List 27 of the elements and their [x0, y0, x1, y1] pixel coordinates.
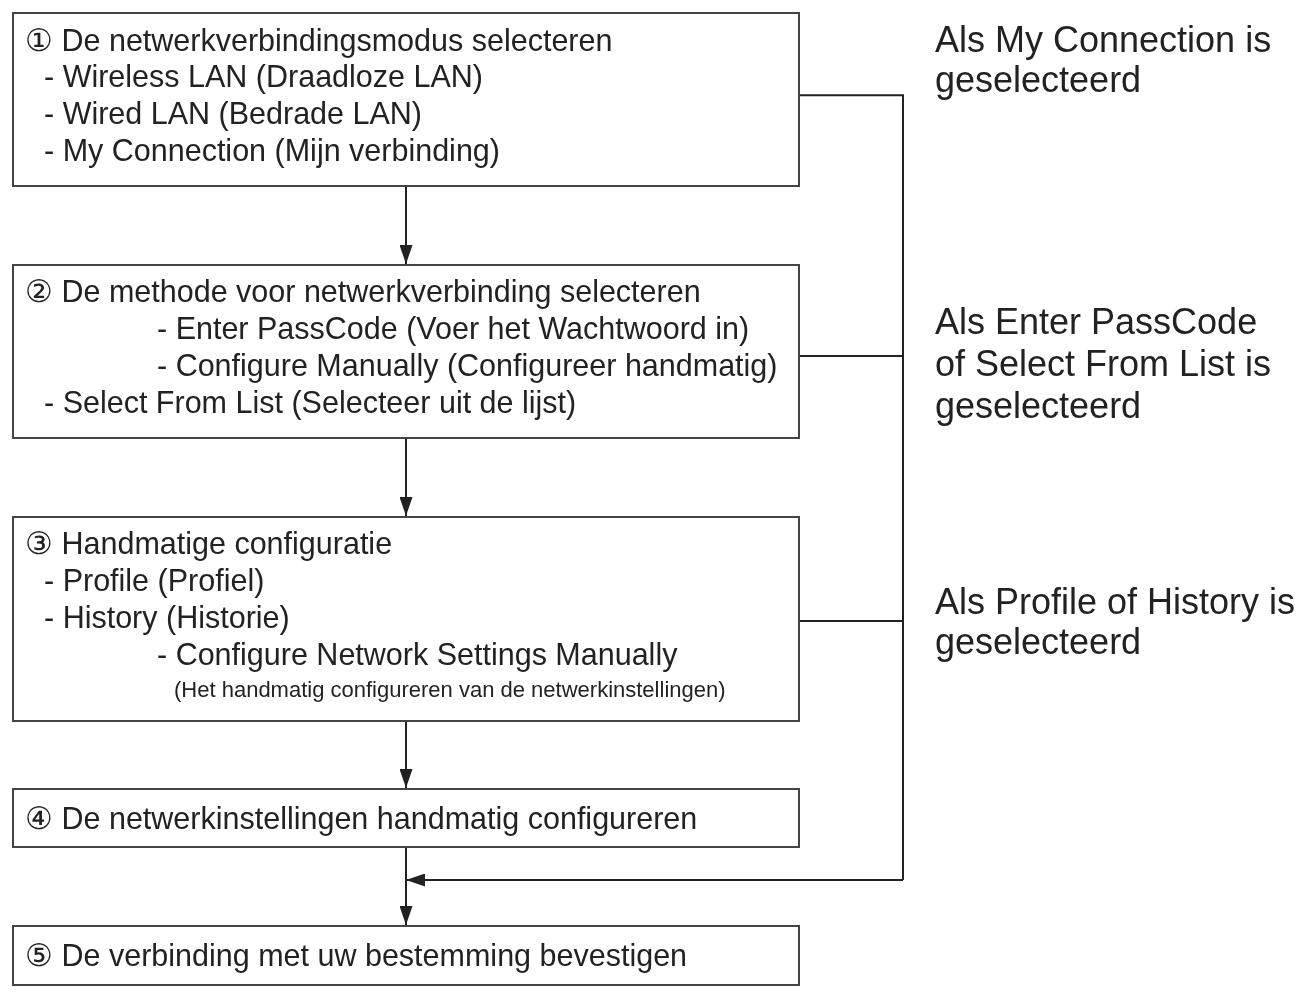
option-text: - Select From List (Selecteer uit de lijst)	[44, 383, 577, 421]
option-note: (Het handmatig configureren van de netwerkinstellingen)	[174, 676, 726, 704]
option-text: - History (Historie)	[44, 598, 290, 636]
step-title: ④ De netwerkinstellingen handmatig configureren	[25, 799, 698, 837]
process-box	[12, 12, 800, 187]
option-text: - Configure Manually (Configureer handmatig)	[157, 346, 778, 384]
arrow	[399, 879, 413, 926]
step-title: ② De methode voor netwerkverbinding selecteren	[25, 272, 701, 310]
option-text: - My Connection (Mijn verbinding)	[44, 131, 500, 169]
arrow	[399, 438, 413, 517]
step-title: ① De netwerkverbindingsmodus selecteren	[25, 21, 613, 59]
arrow	[405, 873, 904, 887]
process-box	[12, 264, 800, 439]
step-title: ③ Handmatige configuratie	[25, 524, 393, 562]
connector-line	[405, 847, 407, 881]
process-box	[12, 788, 800, 848]
option-text: - Wired LAN (Bedrade LAN)	[44, 94, 422, 132]
option-text: - Profile (Profiel)	[44, 561, 265, 599]
step-title: ⑤ De verbinding met uw bestemming bevestigen	[25, 936, 688, 974]
option-text: - Enter PassCode (Voer het Wachtwoord in)	[157, 309, 750, 347]
connector-line	[799, 620, 904, 881]
arrow	[399, 721, 413, 789]
option-text: - Wireless LAN (Draadloze LAN)	[44, 58, 483, 95]
option-text: - Configure Network Settings Manually	[157, 635, 678, 673]
process-box	[12, 516, 800, 722]
process-box	[12, 925, 800, 986]
arrow	[399, 186, 413, 265]
